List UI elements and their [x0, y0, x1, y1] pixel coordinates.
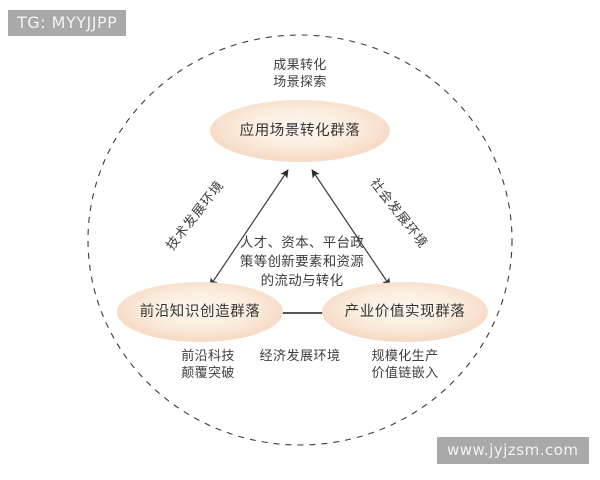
- center-note-line-3: 的流动与转化: [260, 273, 344, 290]
- edge-label-economic-environment: 经济发展环境: [259, 349, 341, 364]
- watermark-top-left: TG: MYYJJPP: [8, 10, 127, 36]
- node-label-bottom-left: 前沿知识创造群落: [139, 304, 261, 320]
- note-bottom-right: 规模化生产 价值链嵌入: [340, 348, 470, 382]
- node-ellipse-top[interactable]: [210, 100, 390, 162]
- note-bottom-left-line-1: 前沿科技: [181, 349, 235, 364]
- outer-dashed-circle: [87, 34, 513, 446]
- node-label-bottom-right: 产业价值实现群落: [344, 304, 466, 320]
- node-ellipse-bottom-left[interactable]: [117, 282, 283, 342]
- arrow-right-to-top: [311, 169, 391, 287]
- note-top-line-1: 成果转化: [273, 58, 327, 73]
- note-bottom-left-line-2: 颠覆突破: [181, 366, 235, 382]
- center-note: 人才、资本、平台政 策等创新要素和资源 的流动与转化: [222, 234, 382, 291]
- note-bottom-left: 前沿科技 颠覆突破: [148, 348, 268, 382]
- note-bottom-right-line-1: 规模化生产: [371, 349, 439, 364]
- arrow-left-to-top: [209, 169, 289, 287]
- center-note-line-1: 人才、资本、平台政: [239, 235, 365, 251]
- note-top: 成果转化 场景探索: [235, 57, 365, 91]
- node-ellipse-bottom-right[interactable]: [322, 282, 488, 342]
- note-top-line-2: 场景探索: [273, 75, 327, 91]
- note-bottom-right-line-2: 价值链嵌入: [371, 366, 439, 382]
- center-note-line-2: 策等创新要素和资源: [239, 254, 365, 271]
- node-label-top: 应用场景转化群落: [239, 123, 361, 139]
- watermark-bottom-right: www.jyjzsm.com: [437, 437, 589, 464]
